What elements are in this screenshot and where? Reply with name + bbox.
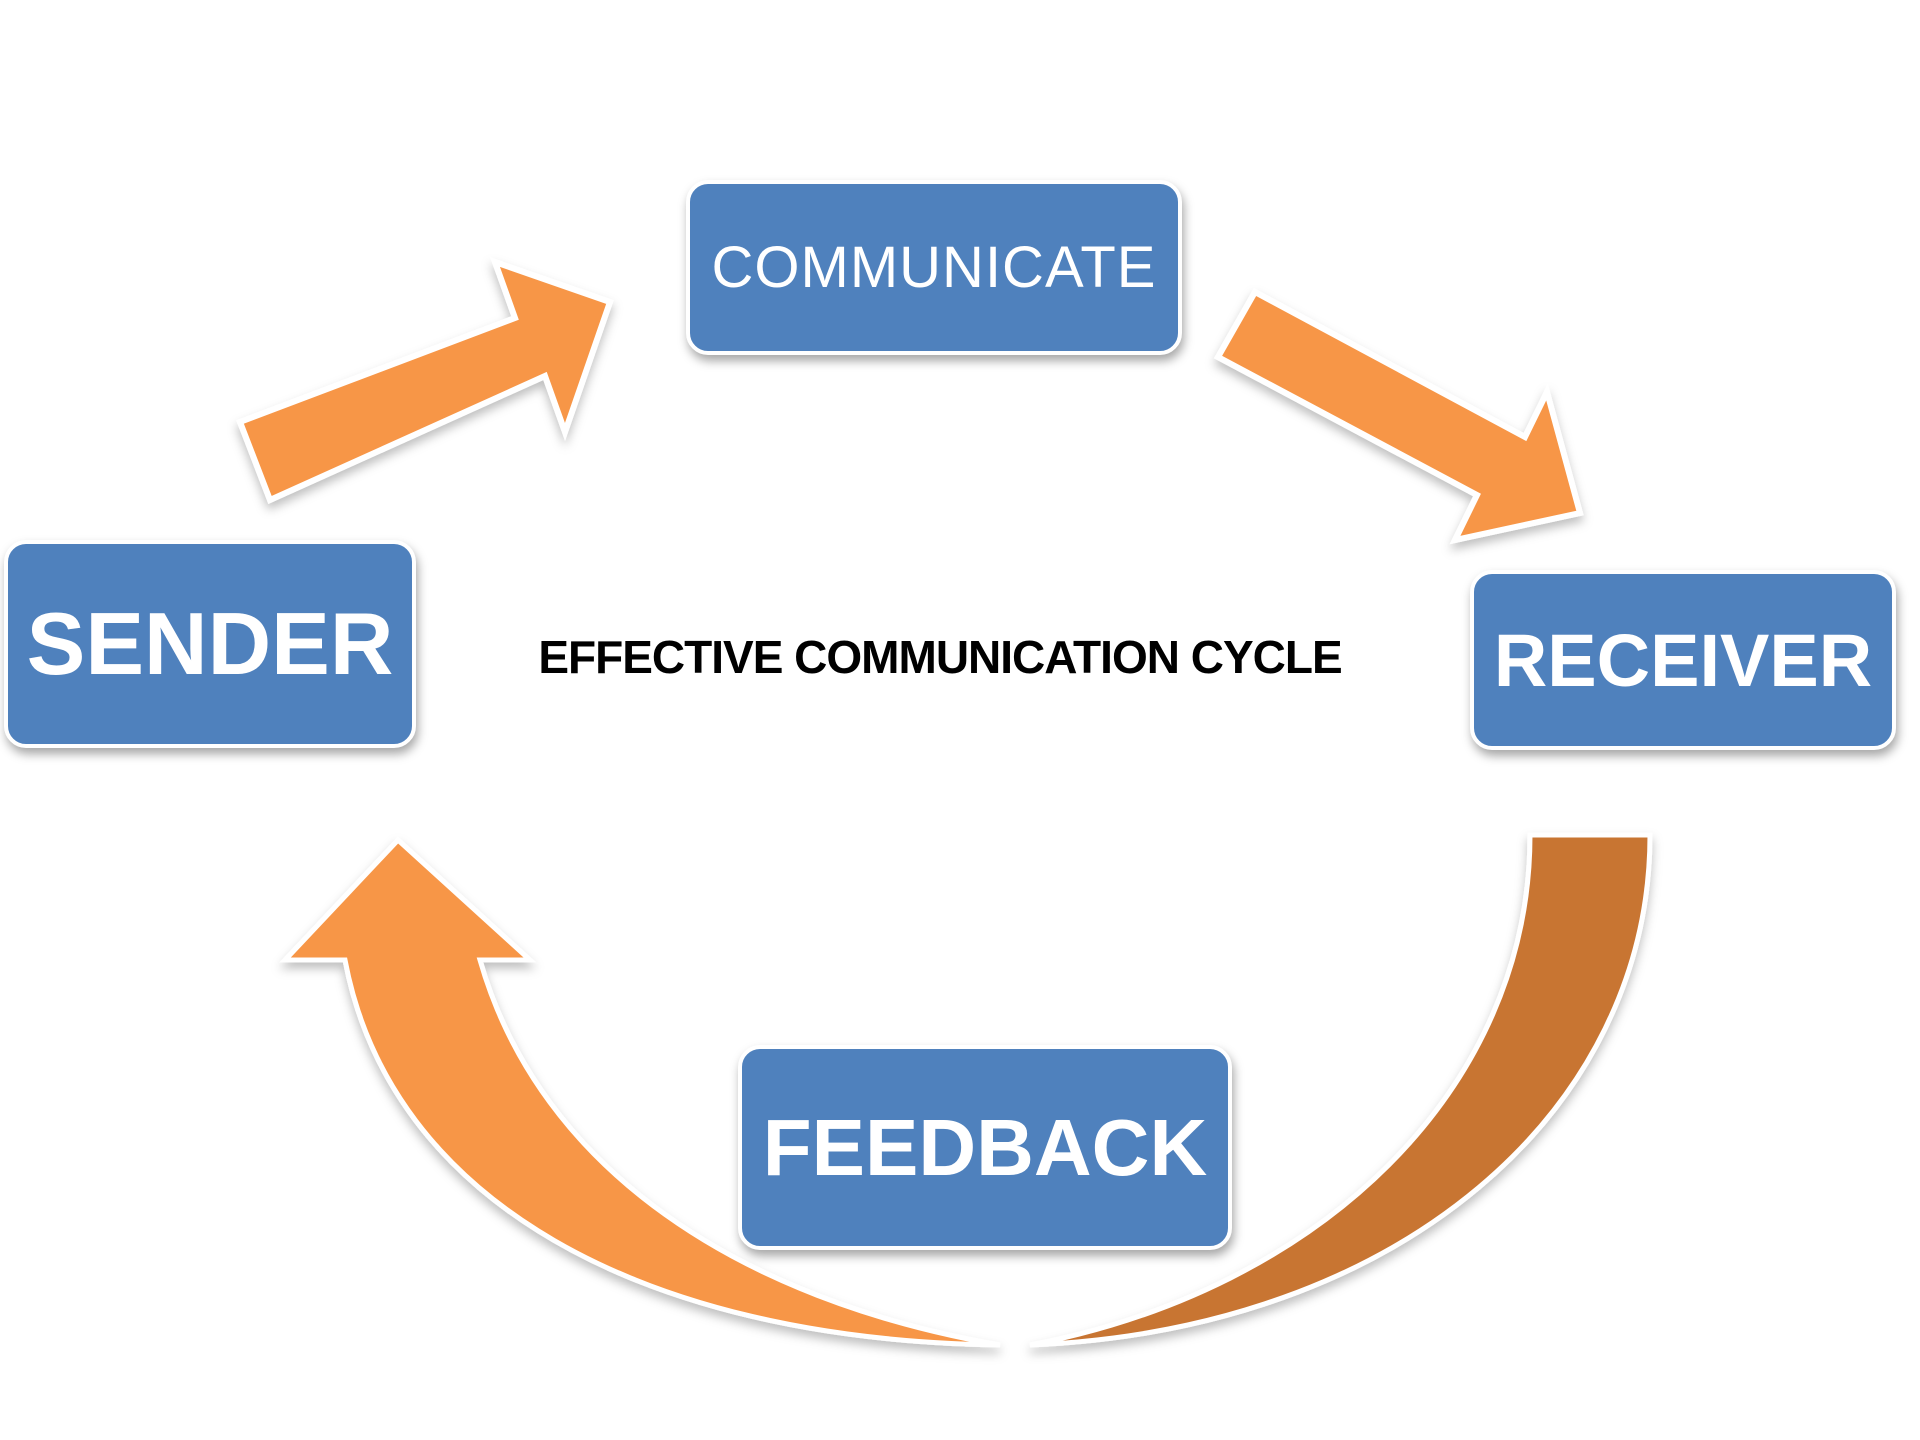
sender-box: SENDER: [4, 540, 416, 748]
receiver-box: RECEIVER: [1470, 570, 1896, 750]
diagram-title: EFFECTIVE COMMUNICATION CYCLE: [538, 631, 1342, 683]
feedback-box: FEEDBACK: [738, 1045, 1232, 1250]
receiver-label: RECEIVER: [1493, 618, 1873, 702]
communicate-box: COMMUNICATE: [686, 180, 1182, 355]
arrow-sender-to-communicate: [236, 257, 614, 505]
arrow-receiver-to-feedback: [1029, 832, 1653, 1348]
arrow-feedback-to-sender: [279, 836, 1001, 1348]
feedback-label: FEEDBACK: [762, 1102, 1208, 1192]
communicate-label: COMMUNICATE: [711, 235, 1157, 300]
sender-label: SENDER: [26, 594, 394, 693]
arrow-communicate-to-receiver: [1213, 287, 1584, 545]
